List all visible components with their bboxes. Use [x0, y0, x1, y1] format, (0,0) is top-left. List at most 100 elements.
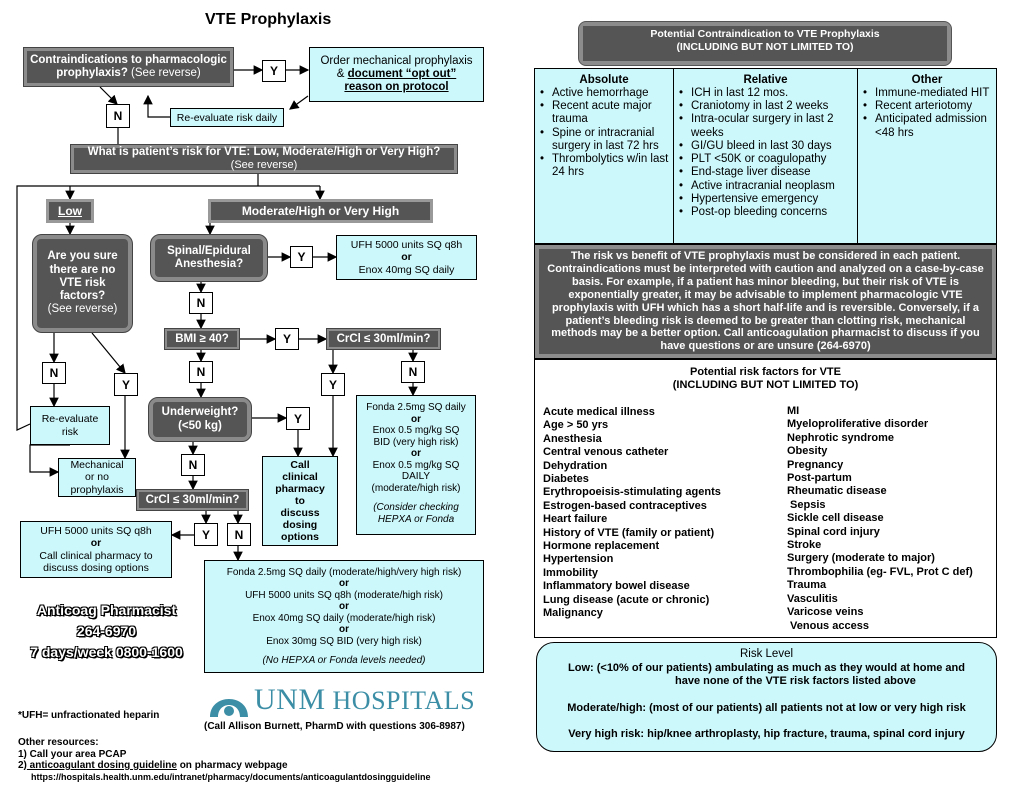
enox-line: Enox 0.5 mg/kg SQ — [372, 459, 460, 471]
no-node-sure: N — [42, 362, 66, 384]
risk-factors-panel: Potential risk factors for VTE (INCLUDIN… — [534, 359, 997, 638]
risk-factor: Immobility — [543, 566, 599, 579]
risk-factor: Heart failure — [543, 513, 608, 526]
sure-line1: Are you sure — [47, 250, 118, 263]
logo-hospitals: HOSPITALS — [332, 686, 476, 715]
risk-factor: Post-partum — [787, 472, 852, 485]
contraindication-header: Potential Contraindication to VTE Prophy… — [578, 21, 952, 66]
final-option: Enox 30mg SQ BID (very high risk) — [266, 635, 422, 647]
anticoag-pharmacist-contact: Anticoag Pharmacist 264-6970 7 days/week… — [14, 600, 199, 663]
yes-node-bmi: Y — [275, 328, 299, 350]
are-you-sure-box: Are you sure there are no VTE risk facto… — [32, 234, 133, 333]
bmi-question: BMI ≥ 40? — [164, 328, 240, 350]
fonda-enox-box: Fonda 2.5mg SQ daily or Enox 0.5 mg/kg S… — [356, 395, 476, 535]
risk-factor: Trauma — [787, 579, 827, 592]
mech-line1: Mechanical — [70, 459, 124, 472]
absolute-item: Recent acute major trauma — [539, 100, 669, 126]
risk-factor: Inflammatory bowel disease — [543, 580, 690, 593]
risk-factor: Surgery (moderate to major) — [787, 552, 935, 565]
risk-factor: Malignancy — [543, 607, 603, 620]
or-label: or — [411, 413, 421, 425]
risk-factor: Hormone replacement — [543, 540, 660, 553]
guideline-url[interactable]: https://hospitals.health.unm.edu/intrane… — [31, 771, 431, 782]
sure-line4: factors? — [59, 290, 106, 303]
risk-factor: MI — [787, 405, 800, 417]
other-resources: Other resources: 1) Call your area PCAP … — [18, 737, 431, 783]
warning-text: The risk vs benefit of VTE prophylaxis m… — [539, 249, 992, 354]
yes-node-contra: Y — [262, 60, 286, 82]
no-node-spinal: N — [189, 292, 213, 314]
call-line2: clinical — [282, 470, 318, 483]
risk-factor: Dehydration — [543, 459, 608, 472]
call-clinical-pharmacy-box: Call clinical pharmacy to discuss dosing… — [262, 456, 338, 546]
mechanical-or-none-box: Mechanical or no prophylaxis — [58, 458, 136, 497]
risk-factor: Obesity — [787, 445, 828, 458]
spinal-epidural-question: Spinal/Epidural Anesthesia? — [150, 234, 268, 282]
order-mech-line1: Order mechanical prophylaxis — [320, 54, 473, 67]
reevaluate-risk-box: Re-evaluate risk — [30, 406, 110, 445]
no-node-crcl-upper: N — [401, 361, 425, 383]
absolute-item: Spine or intracranial surgery in last 72… — [539, 127, 669, 153]
relative-item: Hypertensive emergency — [678, 193, 853, 206]
other-item: Anticipated admission <48 hrs — [862, 113, 992, 139]
or-label: or — [339, 624, 349, 635]
final-option: UFH 5000 units SQ q8h (moderate/high ris… — [245, 589, 443, 601]
no-node-underweight: N — [181, 454, 205, 476]
enox-daily-line: Enox 40mg SQ daily — [358, 263, 455, 276]
risk-factor: History of VTE (family or patient) — [543, 526, 715, 539]
call-allison-note: (Call Allison Burnett, PharmD with quest… — [204, 721, 465, 732]
resource-2-prefix: 2) — [18, 760, 27, 771]
other-column: Other Immune-mediated HIT Recent arterio… — [858, 69, 996, 243]
relative-item: End-stage liver disease — [678, 166, 853, 179]
contraindication-table: Absolute Active hemorrhage Recent acute … — [534, 68, 997, 244]
enox-line: DAILY — [401, 471, 431, 482]
or-label: or — [401, 251, 412, 264]
contra-title-line1: Potential Contraindication to VTE Prophy… — [650, 28, 880, 40]
sure-line2: there are no — [49, 263, 116, 276]
dosing-guideline-link[interactable]: anticoagulant dosing guideline — [26, 760, 177, 771]
call-line1: Call — [290, 458, 310, 471]
other-item: Recent arteriotomy — [862, 100, 992, 113]
risk-factor: Myeloproliferative disorder — [787, 418, 929, 431]
spinal-line2: Anesthesia? — [174, 258, 244, 270]
risk-factor: Stroke — [787, 539, 822, 552]
call-line6: dosing — [282, 519, 318, 532]
no-node-contra: N — [106, 104, 130, 128]
risk-factor: Thrombophilia (eg- FVL, Prot C def) — [787, 565, 973, 578]
relative-item: GI/GU bleed in last 30 days — [678, 140, 853, 153]
fonda-note-line1: (Consider checking — [373, 502, 459, 513]
contact-line2: 264-6970 — [76, 623, 137, 639]
risk-factor: Central venous catheter — [543, 446, 669, 459]
see-reverse-label: (See reverse) — [131, 67, 201, 79]
unm-hospitals-logo: UNM HOSPITALS — [206, 683, 488, 719]
relative-column: Relative ICH in last 12 mos. Craniotomy … — [674, 69, 858, 243]
final-option: Fonda 2.5mg SQ daily (moderate/high/very… — [226, 566, 462, 578]
yes-node-sure: Y — [114, 373, 138, 396]
no-node-crcl-lower: N — [227, 523, 251, 546]
final-option: Enox 40mg SQ daily (moderate/high risk) — [252, 612, 436, 624]
other-header: Other — [911, 74, 943, 86]
sure-line3: VTE risk — [59, 276, 106, 289]
risk-factor: Sepsis — [787, 498, 826, 511]
no-node-bmi: N — [189, 361, 213, 383]
risk-factor: Nephrotic syndrome — [787, 431, 894, 444]
call-line5: discuss — [280, 507, 320, 520]
contra-question-line2: prophylaxis? — [56, 67, 128, 79]
ufh-call-line4: discuss dosing options — [43, 561, 149, 574]
risk-factor: Sickle cell disease — [787, 512, 884, 525]
ufh-call-line1: UFH 5000 units SQ q8h — [40, 525, 152, 538]
or-label: or — [339, 578, 349, 589]
yes-node-underweight: Y — [286, 407, 310, 430]
relative-item: Post-op bleeding concerns — [678, 206, 853, 219]
ufh-call-line3: Call clinical pharmacy to — [39, 549, 153, 562]
other-resources-heading: Other resources: — [18, 737, 99, 748]
resource-1: 1) Call your area PCAP — [18, 748, 127, 760]
moderate-high-risk-label: Moderate/High or Very High — [208, 199, 433, 223]
risk-factor: Acute medical illness — [543, 406, 655, 418]
ufh-or-enox-box: UFH 5000 units SQ q8h or Enox 40mg SQ da… — [336, 235, 477, 280]
risk-factor: Lung disease (acute or chronic) — [543, 593, 710, 606]
reeval-line1: Re-evaluate — [41, 413, 99, 426]
ufh-or-call-box: UFH 5000 units SQ q8h or Call clinical p… — [20, 521, 172, 578]
risk-factors-title-line2: (INCLUDING BUT NOT LIMITED TO) — [672, 379, 859, 391]
risk-factor: Anesthesia — [543, 432, 602, 445]
